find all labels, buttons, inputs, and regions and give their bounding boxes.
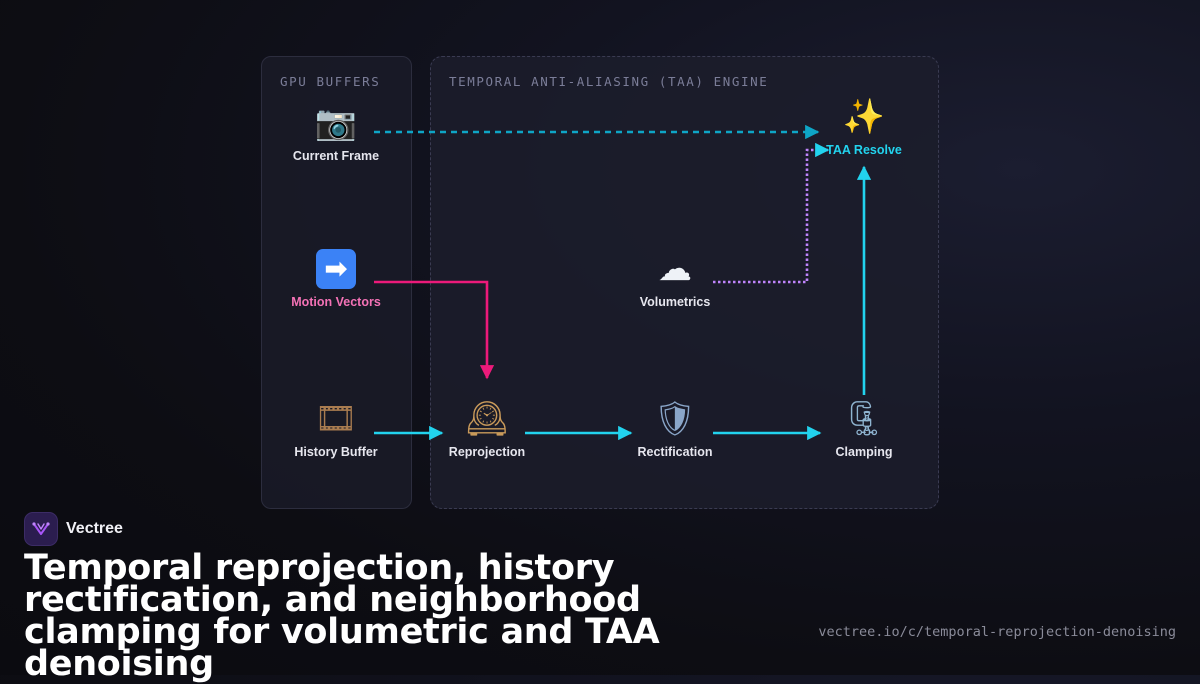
node-label: TAA Resolve	[826, 143, 902, 157]
shield-icon: 🛡	[653, 399, 697, 439]
node-reprojection: 🕰 Reprojection	[427, 399, 547, 459]
vectree-logo-icon	[24, 512, 58, 546]
node-current-frame: 📷 Current Frame	[276, 103, 396, 163]
node-label: History Buffer	[294, 445, 378, 459]
brand-name: Vectree	[66, 520, 123, 537]
node-clamping: 🗜 Clamping	[804, 399, 924, 459]
vectree-logo-mark	[32, 522, 50, 535]
clamp-icon: 🗜	[842, 399, 886, 439]
node-motion-vectors: ➡ Motion Vectors	[276, 249, 396, 309]
film-icon: 🎞	[314, 399, 358, 439]
edge-motion-vectors-to-reprojection	[374, 280, 495, 380]
node-history-buffer: 🎞 History Buffer	[276, 399, 396, 459]
camera-icon: 📷	[314, 103, 358, 143]
edge-volumetrics-to-taa-resolve	[713, 142, 830, 284]
node-volumetrics: ☁ Volumetrics	[615, 249, 735, 309]
node-label: Current Frame	[292, 149, 380, 163]
node-taa-resolve: ✨ TAA Resolve	[804, 97, 924, 157]
node-label: Rectification	[637, 445, 713, 459]
brand: Vectree	[24, 512, 123, 546]
right-arrow-icon: ➡	[316, 249, 356, 289]
node-rectification: 🛡 Rectification	[615, 399, 735, 459]
gpu-buffers-title: GPU BUFFERS	[280, 74, 381, 89]
node-label: Reprojection	[448, 445, 526, 459]
node-label: Clamping	[835, 445, 893, 459]
node-label: Volumetrics	[639, 295, 711, 309]
cloud-icon: ☁	[658, 249, 692, 289]
source-url: vectree.io/c/temporal-reprojection-denoi…	[818, 624, 1176, 640]
clock-icon: 🕰	[465, 399, 509, 439]
taa-engine-title: TEMPORAL ANTI-ALIASING (TAA) ENGINE	[449, 74, 769, 89]
node-label: Motion Vectors	[291, 295, 381, 309]
page-headline: Temporal reprojection, history rectifica…	[24, 548, 660, 684]
sparkles-icon: ✨	[842, 97, 886, 137]
